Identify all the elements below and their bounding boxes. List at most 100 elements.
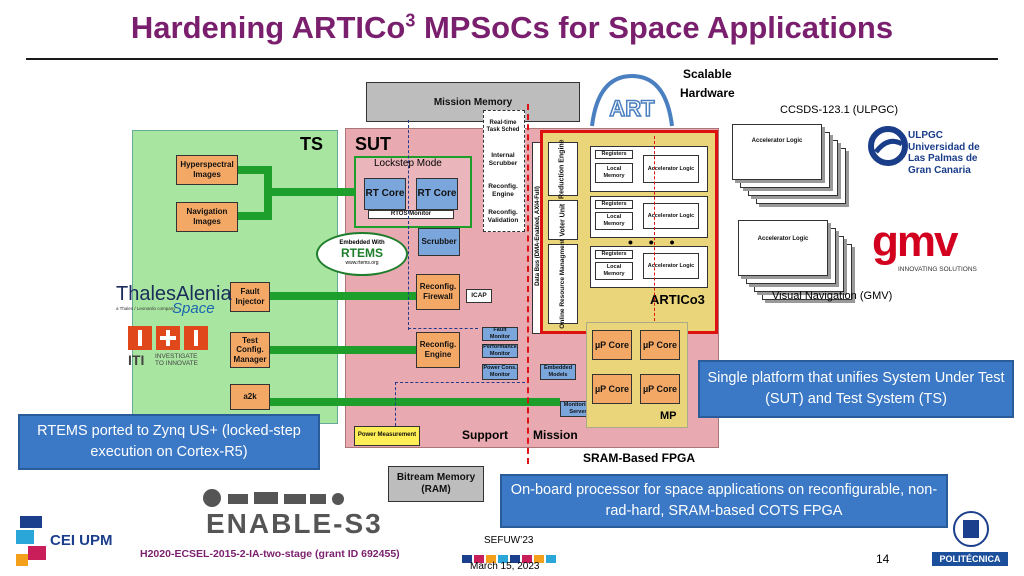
fault-monitor: Fault Monitor xyxy=(482,327,518,341)
gmv-subtitle: INNOVATING SOLUTIONS xyxy=(898,266,977,273)
slot-3-registers: Registers xyxy=(595,250,633,259)
task-sched: Real-time Task Sched xyxy=(485,113,521,141)
title-rest: MPSoCs for Space Applications xyxy=(415,10,894,45)
callout-platform: Single platform that unifies System Unde… xyxy=(698,360,1014,418)
grant-text: H2020-ECSEL-2015-2-IA-two-stage (grant I… xyxy=(140,548,400,560)
iti-icon xyxy=(128,326,208,350)
callout-rtems: RTEMS ported to Zynq US+ (locked-step ex… xyxy=(18,414,320,470)
rtems-top-text: Embedded With xyxy=(339,240,385,246)
sefuw-bar xyxy=(462,550,558,563)
link-fault-injector xyxy=(270,292,416,300)
date-text: March 15, 2023 xyxy=(470,561,540,572)
slot-2-registers: Registers xyxy=(595,200,633,209)
power-cons-monitor: Power Cons. Monitor xyxy=(482,364,518,380)
fault-injector: Fault Injector xyxy=(230,282,270,312)
page-number: 14 xyxy=(876,552,890,566)
support-mission-divider xyxy=(527,104,529,464)
enable-s3-logo: ENABLE-S3 xyxy=(206,508,383,539)
link-images-lockstep xyxy=(264,188,354,196)
vnav-card-1: Accelerator Logic xyxy=(738,220,828,276)
rtems-url: www.rtems.org xyxy=(345,260,379,266)
slot-3-accelerator-logic: Accelerator Logic xyxy=(643,253,699,279)
ulpgc-logo-icon xyxy=(868,126,908,166)
lockstep-label: Lockstep Mode xyxy=(374,158,442,169)
support-label: Support xyxy=(462,428,508,442)
embedded-models: Embedded Models xyxy=(540,364,576,380)
slot-2: Registers Local Memory Accelerator Logic xyxy=(590,196,708,238)
up-core-2: µP Core xyxy=(640,330,680,360)
artico3-logo: ART xyxy=(588,72,676,128)
link-a2k xyxy=(270,398,560,406)
vnav-card-text: Accelerator Logic xyxy=(757,236,809,243)
ulpgc-line2: Universidad de xyxy=(908,141,980,153)
title-rule xyxy=(26,58,998,60)
page-title: Hardening ARTICo3 MPSoCs for Space Appli… xyxy=(0,10,1024,46)
upm-crest-icon xyxy=(950,510,992,548)
politecnica-badge: POLITÉCNICA xyxy=(932,552,1008,566)
power-measurement: Power Measurement xyxy=(354,426,420,446)
gmv-logo: gmv xyxy=(872,217,958,266)
ts-label: TS xyxy=(300,134,324,154)
thales-logo: ThalesAlenia xyxy=(116,283,232,305)
svg-text:ART: ART xyxy=(609,96,655,121)
ccsds-card-1: Accelerator Logic xyxy=(732,124,822,180)
link-navigation xyxy=(238,212,268,220)
navigation-images: Navigation Images xyxy=(176,202,238,232)
slot-2-local-memory: Local Memory xyxy=(595,212,633,230)
up-core-3: µP Core xyxy=(592,374,632,404)
reconfig-validation: Reconfig. Validation xyxy=(485,206,521,228)
slot-3: Registers Local Memory Accelerator Logic xyxy=(590,246,708,288)
slot-1-accelerator-logic: Accelerator Logic xyxy=(643,155,699,183)
internal-scrubber: Internal Scrubber xyxy=(485,148,521,172)
voter-unit: Voter Unit xyxy=(548,200,578,240)
reconfig-engine: Reconfig. Engine xyxy=(416,332,460,368)
artico3-dash xyxy=(654,136,655,326)
ulpgc-line3: Las Palmas de xyxy=(908,153,978,164)
slot-1-local-memory: Local Memory xyxy=(595,163,633,183)
visual-nav-label: Visual Navigation (GMV) xyxy=(772,290,893,302)
rtos-monitor: RTOS Monitor xyxy=(368,210,454,219)
reconfig-engine-top: Reconfig. Engine xyxy=(485,180,521,202)
rt-core-1: RT Core xyxy=(364,178,406,210)
bus-line-h2 xyxy=(395,382,525,383)
bus-line-v1 xyxy=(408,120,409,330)
ulpgc-line4: Gran Canaria xyxy=(908,164,971,176)
iti-tagline-1: INVESTIGATE xyxy=(155,353,198,360)
bus-line-v2 xyxy=(395,382,396,426)
mp-label: MP xyxy=(660,410,677,422)
hardware-label: Hardware xyxy=(680,86,735,100)
thales-space: Space xyxy=(172,300,215,317)
test-config-manager: Test Config. Manager xyxy=(230,332,270,368)
sefuw-text: SEFUW’23 xyxy=(484,535,534,546)
enable-s3-vehicles-icon xyxy=(200,486,350,508)
slot-2-accelerator-logic: Accelerator Logic xyxy=(643,203,699,229)
up-core-1: µP Core xyxy=(592,330,632,360)
iti-tagline: INVESTIGATE TO INNOVATE xyxy=(155,353,198,367)
callout-onboard: On-board processor for space application… xyxy=(500,474,948,528)
ceiupm-text: CEI UPM xyxy=(50,532,113,549)
ceiupm-icon xyxy=(16,516,46,566)
scalable-label: Scalable xyxy=(683,67,732,81)
title-superscript: 3 xyxy=(405,10,416,31)
link-test-config xyxy=(270,346,416,354)
online-resource-manager: Online Resource Managment xyxy=(548,239,578,329)
slot-3-local-memory: Local Memory xyxy=(595,262,633,280)
ulpgc-text: ULPGC Universidad de Las Palmas de Gran … xyxy=(908,130,980,176)
title-main: Hardening ARTICo xyxy=(130,10,406,45)
slot-1: Registers Local Memory Accelerator Logic xyxy=(590,146,708,192)
mission-label: Mission xyxy=(533,428,578,442)
slot-1-registers: Registers xyxy=(595,150,633,159)
rtems-main-text: RTEMS xyxy=(341,246,383,260)
rtems-logo: Embedded With RTEMS www.rtems.org xyxy=(316,232,408,276)
sram-fpga-label: SRAM-Based FPGA xyxy=(583,451,696,465)
artico3-label: ARTICo3 xyxy=(650,292,705,307)
rt-core-2: RT Core xyxy=(416,178,458,210)
link-hyperspectral xyxy=(238,166,268,174)
iti-text: ITI xyxy=(128,352,145,368)
bitream-memory: Bitream Memory (RAM) xyxy=(388,466,484,502)
reduction-engine: Reduction Engine xyxy=(548,139,578,199)
icap: ICAP xyxy=(466,289,492,303)
scrubber: Scrubber xyxy=(418,228,460,256)
hyperspectral-images: Hyperspectral Images xyxy=(176,155,238,185)
thales-sub: a Thales / Leonardo company xyxy=(116,306,176,311)
